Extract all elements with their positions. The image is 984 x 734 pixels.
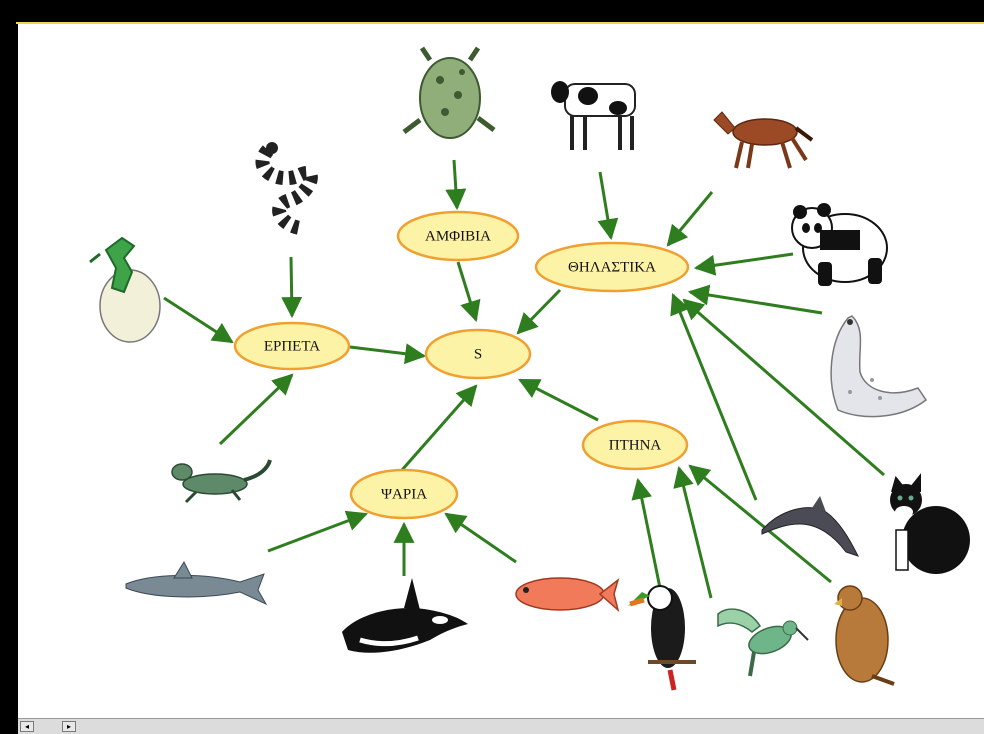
arrow-seal-to-mammals: [690, 292, 822, 313]
arrow-egg-to-reptiles: [164, 298, 232, 342]
arrow-panda-to-mammals: [696, 254, 793, 268]
arrow-horse-to-mammals: [668, 192, 712, 245]
horse-icon: [714, 112, 812, 168]
orca-icon: [342, 578, 468, 653]
arrow-hummingbird-to-birds: [679, 468, 711, 598]
frog-icon: [404, 48, 494, 138]
snake-icon: [262, 142, 310, 228]
node-reptiles-label: ΕΡΠΕΤΑ: [264, 338, 320, 354]
status-bar: ◂ ▸: [18, 718, 984, 734]
node-birds[interactable]: ΠΤΗΝΑ: [583, 421, 687, 469]
node-fish[interactable]: ΨΑΡΙΑ: [351, 470, 457, 518]
node-mammals[interactable]: ΘΗΛΑΣΤΙΚΑ: [536, 243, 688, 291]
cow-icon: [551, 81, 635, 150]
arrow-amphibians-to-s: [458, 262, 476, 320]
hummingbird-icon: [718, 609, 808, 676]
node-amphibians[interactable]: ΑΜΦΙΒΙΑ: [398, 212, 518, 260]
node-fish-label: ΨΑΡΙΑ: [381, 486, 427, 502]
hawk-icon: [834, 586, 894, 684]
arrow-birds-to-s: [520, 380, 598, 420]
lizard-icon: [172, 460, 270, 502]
arrow-reptiles-to-s: [350, 347, 424, 356]
red-fish-icon: [516, 578, 618, 610]
arrow-shark-to-fish: [268, 514, 366, 551]
arrow-redfish-to-fish: [446, 514, 516, 562]
arrow-lizard-to-reptiles: [220, 375, 292, 444]
arrow-snake-to-reptiles: [291, 257, 292, 316]
node-birds-label: ΠΤΗΝΑ: [609, 437, 662, 453]
node-center-s[interactable]: S: [426, 330, 530, 378]
toucan-icon: [628, 586, 696, 690]
arrows: [164, 160, 884, 598]
node-center-label: S: [474, 346, 482, 362]
dolphin-icon: [762, 496, 858, 556]
cat-icon: [890, 476, 970, 574]
scroll-right-button[interactable]: ▸: [62, 721, 76, 732]
scroll-left-button[interactable]: ◂: [20, 721, 34, 732]
arrow-fish-to-s: [402, 386, 476, 470]
dinosaur-egg-icon: [90, 238, 160, 342]
seal-icon: [831, 316, 926, 417]
node-mammals-label: ΘΗΛΑΣΤΙΚΑ: [568, 259, 656, 275]
arrow-cow-to-mammals: [600, 172, 611, 238]
node-amphibians-label: ΑΜΦΙΒΙΑ: [425, 228, 491, 244]
shark-icon: [126, 562, 266, 604]
arrow-frog-to-amphibians: [454, 160, 457, 208]
arrow-mammals-to-s: [518, 290, 560, 333]
panda-icon: [792, 203, 887, 286]
arrow-toucan-to-birds: [638, 480, 660, 588]
node-reptiles[interactable]: ΕΡΠΕΤΑ: [235, 323, 349, 369]
